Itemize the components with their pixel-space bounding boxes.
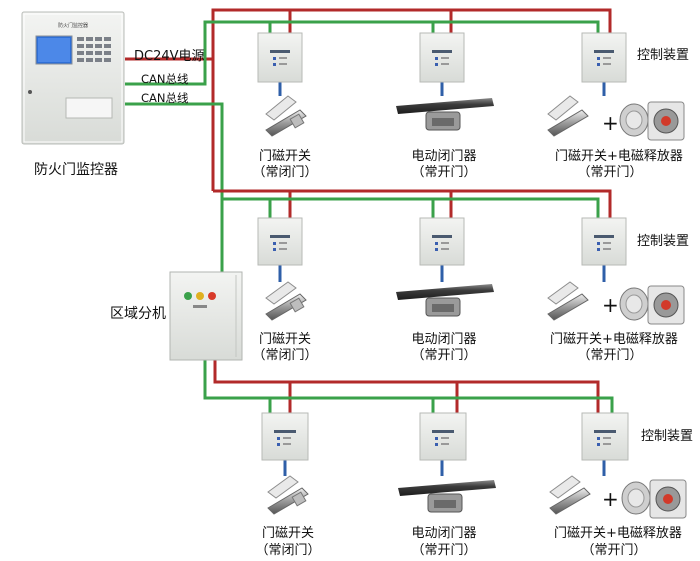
can-line — [203, 360, 614, 413]
power-line — [213, 360, 600, 413]
control-box — [419, 412, 467, 461]
device-state: （常开门） — [411, 348, 477, 363]
control-box — [261, 412, 309, 461]
device-name: 门磁开关 — [261, 526, 314, 541]
fire-door-monitor — [21, 11, 125, 145]
signal-lines — [278, 82, 606, 476]
control-box — [581, 217, 627, 266]
plus-icon: + — [602, 293, 619, 317]
can-bus-label-2: CAN总线 — [141, 91, 189, 105]
switch-release-icon: + — [547, 95, 685, 141]
power-line — [125, 8, 612, 61]
zone-distributor — [169, 271, 243, 361]
control-box — [419, 32, 465, 83]
device-state: （常闭门） — [252, 348, 318, 363]
door-closer-icon — [398, 480, 496, 513]
plus-icon: + — [602, 111, 619, 135]
device-name: 门磁开关 — [258, 149, 311, 164]
device-state: （常开门） — [577, 348, 643, 363]
distributor-label: 区域分机 — [110, 306, 166, 322]
plus-icon: + — [602, 487, 619, 511]
control-box — [581, 32, 627, 83]
power-line — [213, 189, 612, 218]
monitor-label: 防火门监控器 — [34, 162, 118, 178]
control-device-label: 控制装置 — [637, 234, 690, 249]
door-closer-icon — [396, 98, 494, 131]
device-name: 电动闭门器 — [411, 332, 477, 347]
magnetic-switch-icon — [265, 95, 307, 137]
device-name: 门磁开关 — [258, 332, 311, 347]
control-box — [419, 217, 465, 266]
device-state: （常闭门） — [252, 165, 318, 180]
magnetic-switch-icon — [267, 475, 309, 515]
control-boxes — [257, 32, 629, 461]
switch-release-icon: + — [547, 281, 685, 325]
can-line — [125, 102, 224, 199]
device-name: 门磁开关+电磁释放器 — [554, 526, 682, 541]
control-box — [581, 412, 629, 461]
power-label: DC24V电源 — [134, 49, 205, 64]
control-box — [257, 32, 303, 83]
device-state: （常开门） — [577, 165, 643, 180]
can-bus-label-1: CAN总线 — [141, 72, 189, 86]
door-closer-icon — [396, 284, 494, 317]
device-state: （常开门） — [411, 165, 477, 180]
magnetic-switch-icon — [265, 281, 307, 321]
can-line — [125, 20, 600, 86]
monitor-panel-title: 防火门监控器 — [58, 22, 88, 29]
wires-row-1 — [125, 8, 612, 199]
device-name: 门磁开关+电磁释放器 — [550, 332, 678, 347]
control-device-label: 控制装置 — [637, 48, 690, 63]
can-line — [222, 197, 600, 218]
control-device-label: 控制装置 — [641, 429, 694, 444]
device-name: 门磁开关+电磁释放器 — [555, 149, 683, 164]
device-name: 电动闭门器 — [411, 149, 477, 164]
device-state: （常闭门） — [255, 543, 321, 558]
wires-row-2 — [213, 189, 612, 272]
device-name: 电动闭门器 — [411, 526, 477, 541]
device-state: （常开门） — [411, 543, 477, 558]
switch-release-icon: + — [549, 475, 687, 519]
control-box — [257, 217, 303, 266]
wires-row-3 — [203, 360, 614, 413]
device-state: （常开门） — [581, 543, 647, 558]
